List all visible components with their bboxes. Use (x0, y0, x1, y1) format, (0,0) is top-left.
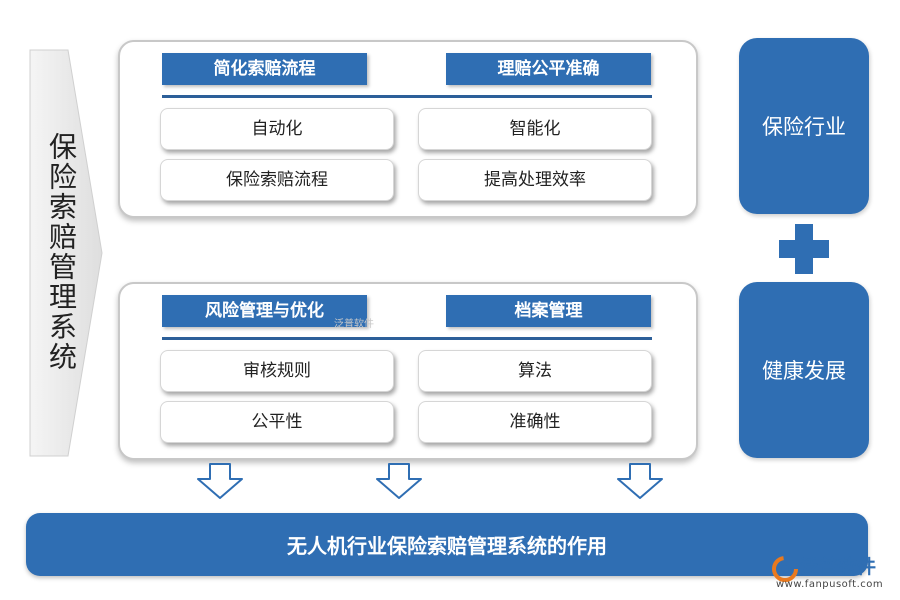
tag-risk-management: 风险管理与优化 (162, 295, 367, 327)
down-arrow-icon (197, 463, 243, 499)
logo-url: www.fanpusoft.com (776, 579, 884, 590)
item-intelligence: 智能化 (418, 108, 652, 150)
tag-fair-accurate: 理赔公平准确 (446, 53, 651, 85)
logo-name: 泛普软件 (800, 556, 877, 578)
management-panel: 风险管理与优化 档案管理 审核规则 算法 公平性 准确性 (118, 282, 698, 460)
tag-archive-management: 档案管理 (446, 295, 651, 327)
insurance-industry-box: 保险行业 (739, 38, 869, 214)
benefits-panel: 简化索赔流程 理赔公平准确 自动化 智能化 保险索赔流程 提高处理效率 (118, 40, 698, 218)
item-claims-process: 保险索赔流程 (160, 159, 394, 201)
plus-icon (779, 224, 829, 274)
tag-simplify-claims: 简化索赔流程 (162, 53, 367, 85)
side-title: 保险索赔管理系统 (45, 132, 78, 372)
item-accuracy: 准确性 (418, 401, 652, 443)
panel-divider (162, 337, 652, 340)
down-arrow-icon (376, 463, 422, 499)
item-fairness: 公平性 (160, 401, 394, 443)
healthy-development-box: 健康发展 (739, 282, 869, 458)
item-review-rules: 审核规则 (160, 350, 394, 392)
item-automation: 自动化 (160, 108, 394, 150)
down-arrow-icon (617, 463, 663, 499)
logo-mark-icon (772, 556, 798, 582)
panel-divider (162, 95, 652, 98)
item-efficiency: 提高处理效率 (418, 159, 652, 201)
item-algorithm: 算法 (418, 350, 652, 392)
watermark-text: 泛普软件 (334, 319, 374, 330)
side-arrow-shape (29, 49, 103, 457)
summary-bar: 无人机行业保险索赔管理系统的作用 (26, 513, 868, 576)
brand-logo: 泛普软件 www.fanpusoft.com (770, 552, 894, 596)
